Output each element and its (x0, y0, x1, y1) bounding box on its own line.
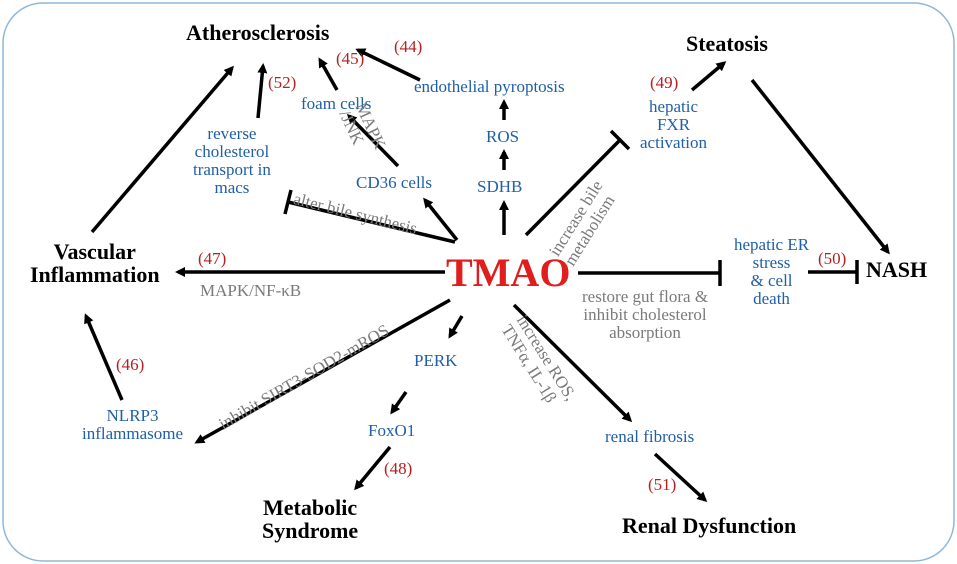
outcome-vascular-inflammation: Vascular Inflammation (30, 239, 160, 288)
ref-51: (51) (648, 475, 677, 494)
inhibit-tmao-reverse-cholesterol (287, 200, 456, 244)
outcome-atherosclerosis: Atherosclerosis (186, 20, 330, 45)
ref-46: (46) (116, 355, 145, 374)
ref-52: (52) (268, 73, 297, 92)
mediator-ros: ROS (486, 127, 520, 146)
arrow-perk-foxo1 (390, 390, 408, 415)
arrow-tmao-perk (448, 315, 464, 339)
arrow-fxr-steatosis (690, 61, 727, 92)
ref-47: (47) (198, 249, 227, 268)
mediator-reverse-cholesterol-transport: reverse cholesterol transport in macs (193, 124, 271, 197)
mediator-hepatic-er-stress: hepatic ER stress & cell death (734, 235, 810, 308)
outcome-steatosis: Steatosis (686, 31, 768, 56)
mediator-cd36-cells: CD36 cells (356, 173, 433, 192)
arrow-vascular-atherosclerosis (90, 65, 234, 234)
arrow-pyroptosis-atherosclerosis (355, 48, 421, 82)
mediator-nlrp3-inflammasome: NLRP3 inflammasome (82, 406, 184, 443)
mediator-renal-fibrosis: renal fibrosis (605, 427, 695, 446)
mediator-hepatic-fxr-activation: hepatic FXR activation (640, 97, 708, 152)
mediator-foxo1: FoxO1 (368, 421, 416, 440)
mediator-sdhb: SDHB (477, 177, 523, 196)
arrow-renal-fibrosis-dysfunction (653, 452, 708, 503)
ref-45: (45) (336, 49, 365, 68)
mediator-foam-cells: foam cells (301, 94, 372, 113)
outcome-metabolic-syndrome: Metabolic Syndrome (262, 495, 359, 544)
inhibit-tmao-fxr-bar (609, 129, 631, 151)
mediator-endothelial-pyroptosis: endothelial pyroptosis (414, 77, 565, 96)
arrow-tmao-cd36 (423, 197, 459, 242)
arrow-foxo1-metabolic (354, 445, 392, 491)
inhibit-tmao-reverse-cholesterol-bar (283, 189, 293, 215)
arrow-cd36-foam-cells (346, 113, 400, 168)
ref-50: (50) (818, 249, 847, 268)
arrow-reverse-cholesterol-atherosclerosis (256, 63, 268, 119)
arrow-foam-cells-atherosclerosis (318, 57, 339, 91)
mediator-perk: PERK (414, 351, 458, 370)
inhibit-tmao-fxr (524, 138, 622, 237)
arrow-nlrp3-vascular (84, 313, 124, 401)
arrow-tmao-renal-fibrosis (512, 303, 633, 423)
ref-48: (48) (384, 459, 413, 478)
mechanism-restore-gut-flora: restore gut flora & inhibit cholesterol … (582, 287, 709, 342)
arrow-tmao-nlrp3 (194, 298, 451, 444)
mechanism-mapk-nfkb: MAPK/NF-κB (200, 281, 302, 300)
outcome-nash: NASH (866, 257, 928, 282)
ref-49: (49) (650, 73, 679, 92)
ref-44: (44) (394, 37, 423, 56)
outcome-renal-dysfunction: Renal Dysfunction (622, 513, 797, 538)
central-tmao: TMAO (446, 250, 571, 295)
arrow-steatosis-nash (750, 78, 890, 255)
